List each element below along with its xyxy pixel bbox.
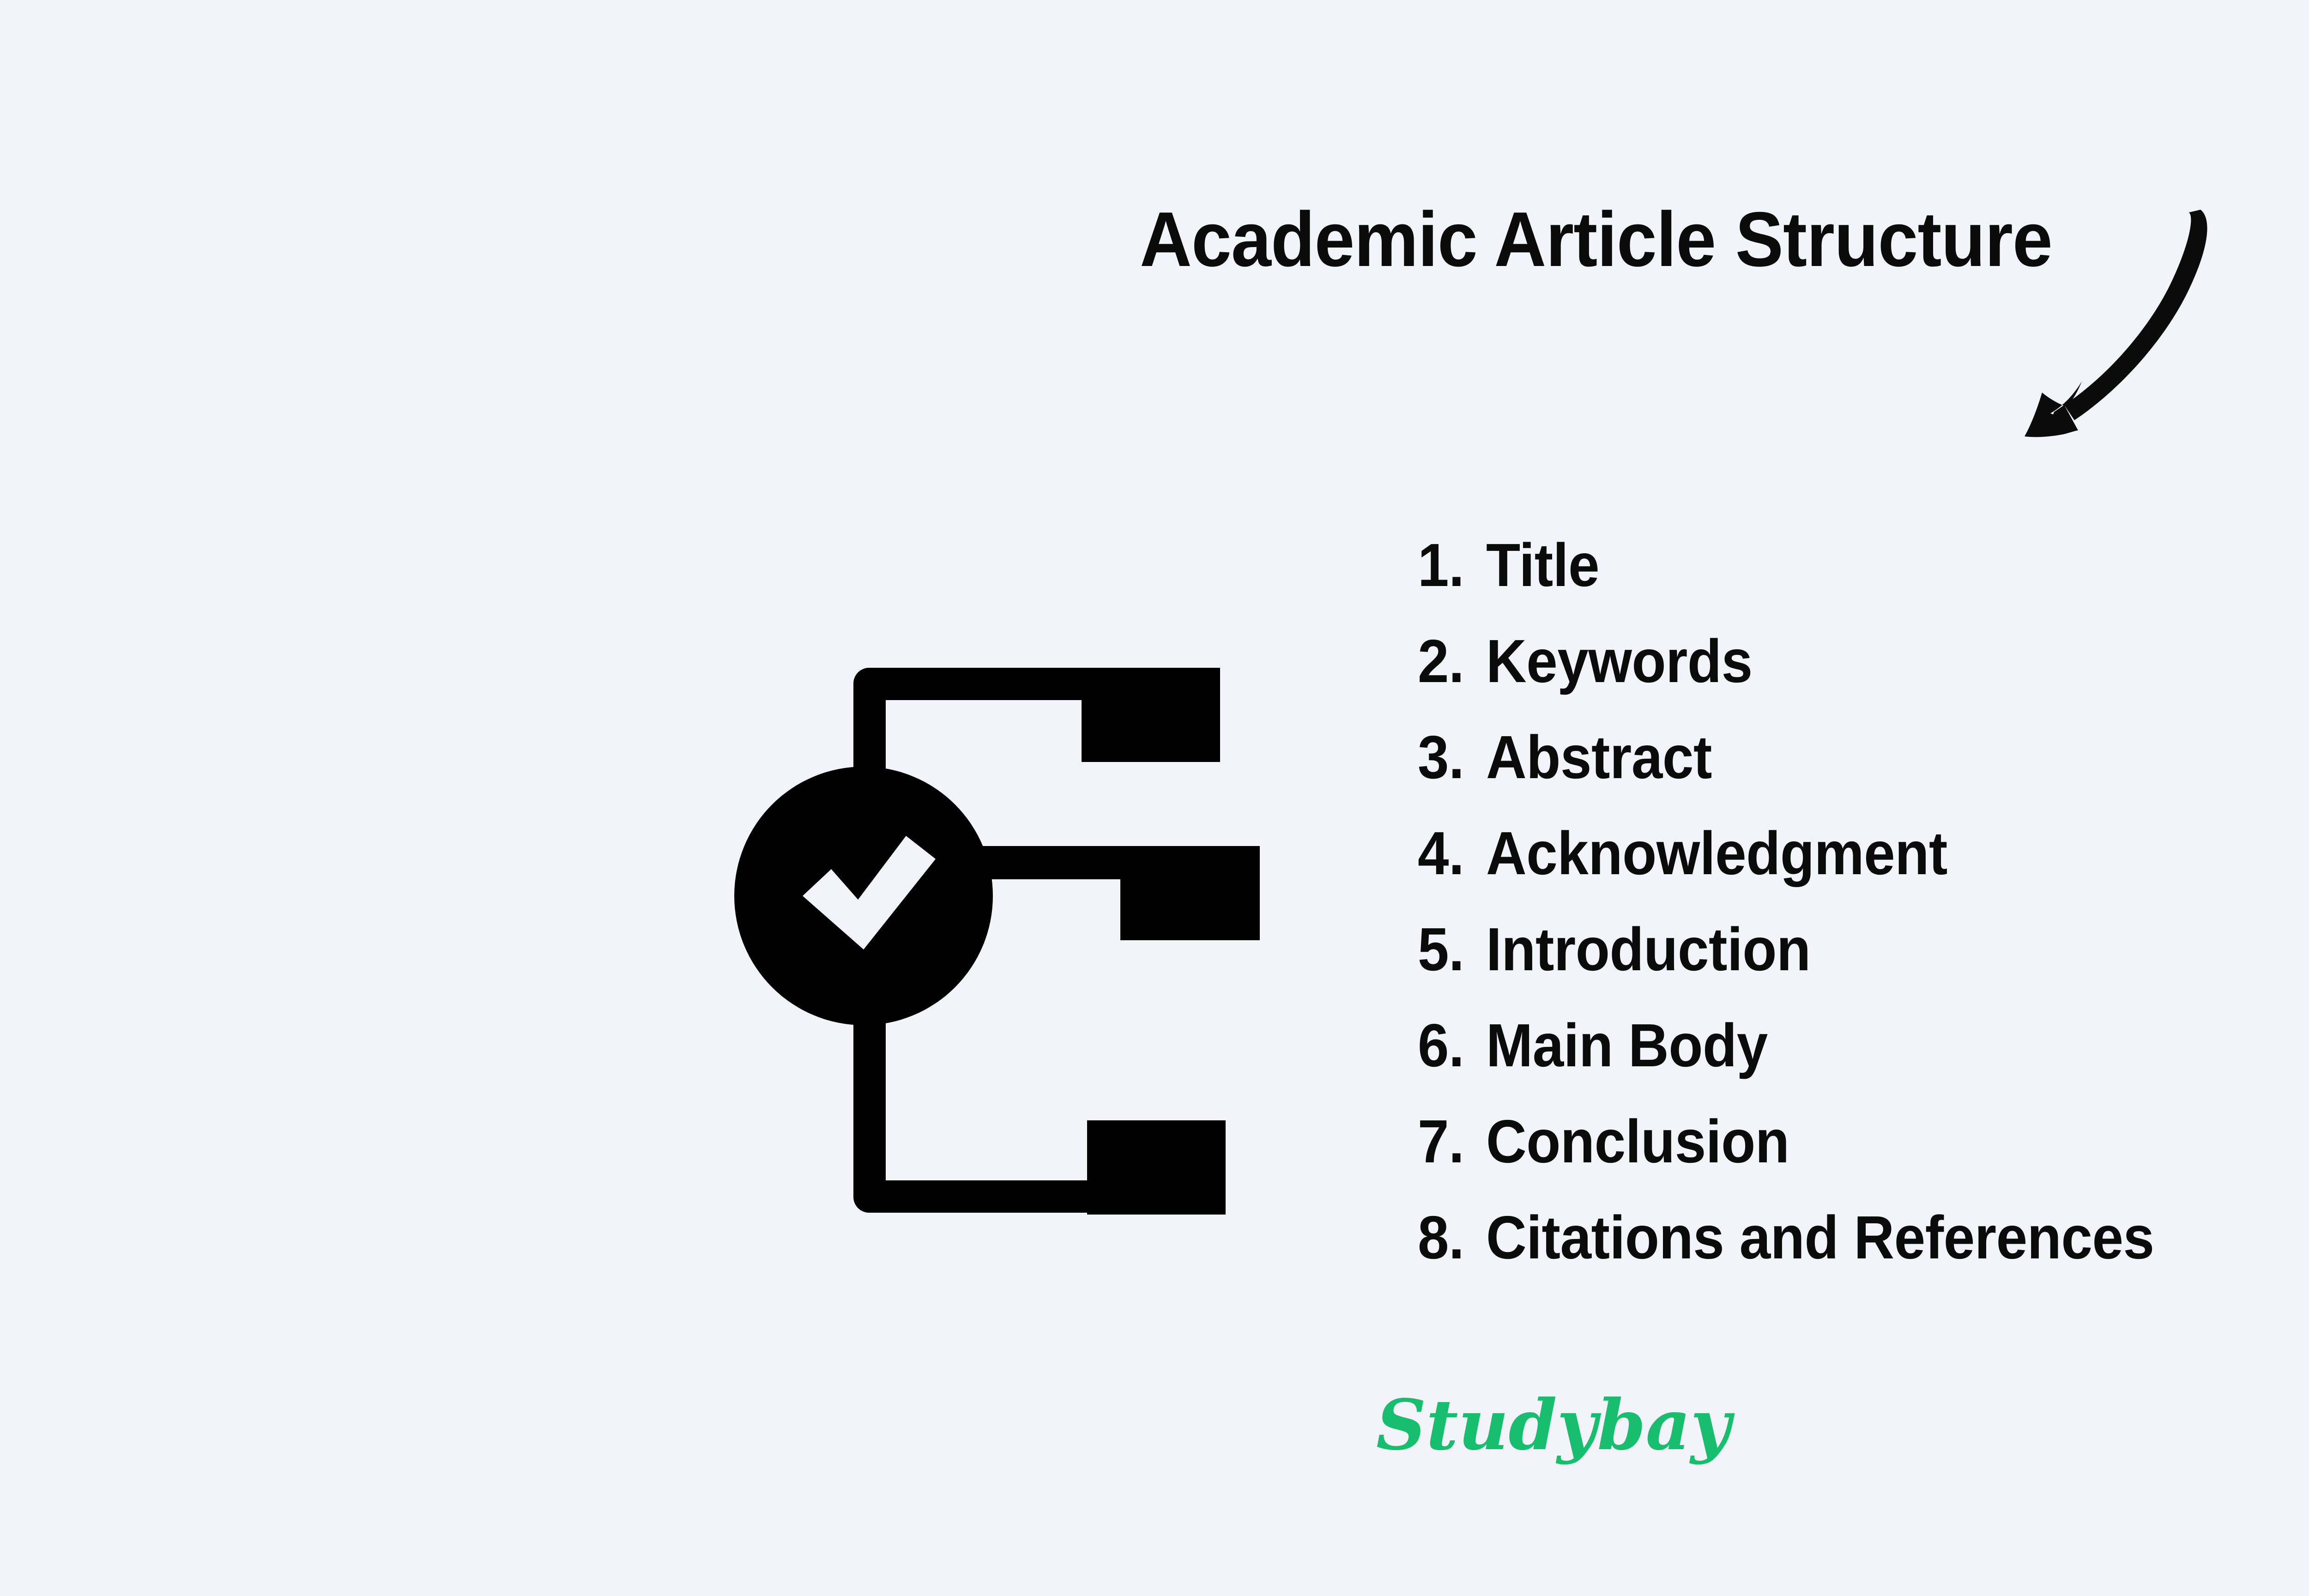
list-item: 6. Main Body [1418,998,2309,1094]
workflow-checkmark-icon [725,656,1279,1238]
structure-list: 1. Title 2. Keywords 3. Abstract 4. Ackn… [1418,517,2309,1286]
list-item: 4. Acknowledgment [1418,805,2309,901]
curved-arrow-down-left-icon [1912,203,2235,462]
list-item-label: Introduction [1486,915,1811,983]
list-item-number: 1. [1418,531,1464,599]
studybay-wordmark: Studybay [1376,1384,1735,1466]
studybay-logo: Studybay [1367,1367,1746,1487]
list-item-number: 5. [1418,915,1464,983]
list-item-number: 6. [1418,1011,1464,1079]
list-item-label: Main Body [1486,1011,1768,1079]
list-item-label: Conclusion [1486,1107,1789,1175]
list-item-number: 4. [1418,819,1464,887]
page-title: Academic Article Structure [1140,196,2053,283]
list-item-number: 2. [1418,627,1464,695]
list-item-number: 7. [1418,1107,1464,1175]
list-item: 5. Introduction [1418,901,2309,998]
list-item: 2. Keywords [1418,613,2309,709]
list-item: 3. Abstract [1418,709,2309,805]
list-item-number: 8. [1418,1203,1464,1271]
list-item-label: Abstract [1486,723,1712,791]
list-item-label: Citations and References [1486,1203,2154,1271]
list-item: 7. Conclusion [1418,1094,2309,1190]
list-item-number: 3. [1418,723,1464,791]
list-item: 8. Citations and References [1418,1190,2309,1286]
list-item-label: Title [1486,531,1600,599]
list-item-label: Acknowledgment [1486,819,1947,887]
list-item-label: Keywords [1486,627,1753,695]
list-item: 1. Title [1418,517,2309,613]
